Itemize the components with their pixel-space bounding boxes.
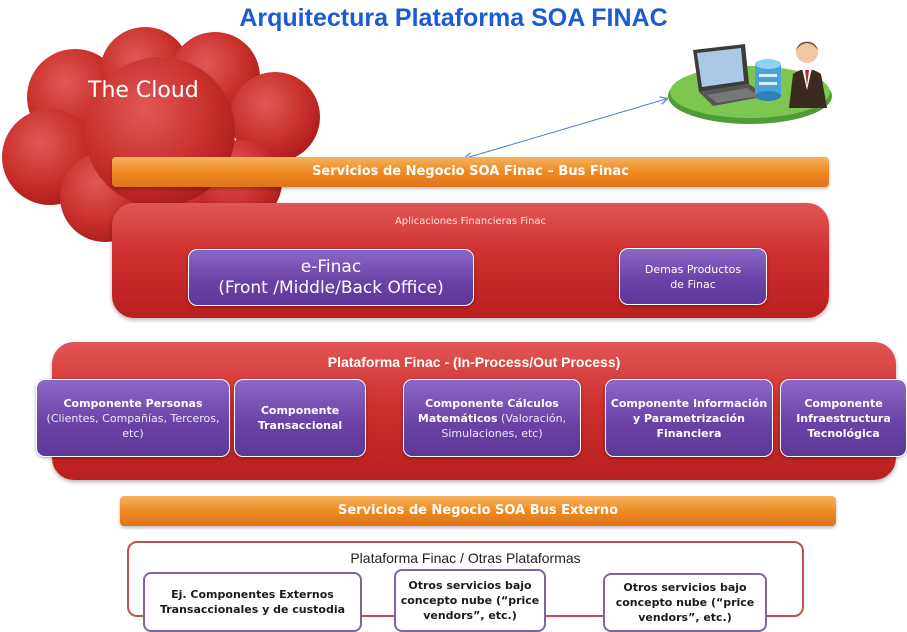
otros-servicios-box-1: Otros servicios bajo concepto nube (“pri… bbox=[394, 569, 546, 632]
componente-calculos-detail-2: Simulaciones, etc) bbox=[441, 426, 543, 440]
user-workstation-illustration bbox=[668, 41, 832, 124]
laptop-icon bbox=[693, 44, 767, 106]
componente-calculos-title-2: Matemáticos bbox=[417, 411, 498, 425]
demas-line-2: de Finac bbox=[670, 277, 716, 291]
otras-plataformas-title: Plataforma Finac / Otras Plataformas bbox=[350, 550, 581, 566]
efinac-description: (Front /Middle/Back Office) bbox=[218, 277, 444, 298]
componente-informacion-title: Componente Información y Parametrización… bbox=[610, 396, 768, 440]
demas-line-1: Demas Productos bbox=[644, 262, 742, 276]
componente-personas-title: Componente Personas bbox=[63, 396, 203, 410]
componente-infraestructura-box: Componente Infraestructura Tecnológica bbox=[780, 379, 907, 457]
componente-infraestructura-title: Componente Infraestructura Tecnológica bbox=[796, 396, 891, 440]
cloud-label: The Cloud bbox=[88, 78, 199, 103]
efinac-box: e-Finac (Front /Middle/Back Office) bbox=[188, 249, 474, 306]
componente-personas-detail: (Clientes, Compañías, Terceros, etc) bbox=[46, 411, 220, 440]
componente-transaccional-title: Componente Transaccional bbox=[257, 404, 343, 432]
plataforma-title: Plataforma Finac - (In-Process/Out Proce… bbox=[327, 354, 621, 370]
bus-finac-bar: Servicios de Negocio SOA Finac – Bus Fin… bbox=[112, 157, 829, 187]
componente-personas-box: Componente Personas (Clientes, Compañías… bbox=[36, 379, 230, 457]
page-title: Arquitectura Plataforma SOA FINAC bbox=[239, 4, 668, 32]
componente-informacion-box: Componente Información y Parametrización… bbox=[605, 379, 773, 457]
database-icon bbox=[755, 59, 781, 101]
componentes-externos-box: Ej. Componentes Externos Transaccionales… bbox=[143, 572, 362, 632]
componente-calculos-title: Componente Cálculos bbox=[425, 396, 559, 410]
componente-calculos-box: Componente Cálculos Matemáticos (Valorac… bbox=[403, 379, 581, 457]
otros-servicios-box-2: Otros servicios bajo concepto nube (“pri… bbox=[603, 573, 767, 632]
demas-productos-box: Demas Productos de Finac bbox=[619, 248, 767, 305]
bus-externo-bar: Servicios de Negocio SOA Bus Externo bbox=[120, 496, 836, 526]
user-icon bbox=[789, 41, 827, 108]
apps-title: Aplicaciones Financieras Finac bbox=[394, 216, 547, 227]
componente-calculos-detail-1: (Valoración, bbox=[497, 411, 567, 425]
componente-transaccional-box: Componente Transaccional bbox=[234, 379, 366, 457]
efinac-name: e-Finac bbox=[300, 256, 362, 277]
